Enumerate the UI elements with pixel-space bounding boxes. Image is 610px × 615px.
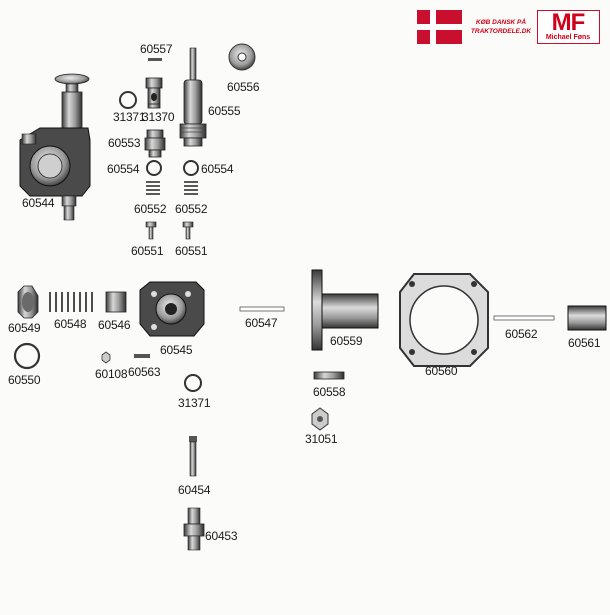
part-60550-ring xyxy=(13,342,41,370)
label-60544: 60544 xyxy=(22,196,55,210)
part-60545-housing xyxy=(139,281,205,337)
label-60559: 60559 xyxy=(330,334,363,348)
part-31051-nut xyxy=(311,407,329,431)
label-31371-lower: 31371 xyxy=(178,396,211,410)
danish-flag-icon xyxy=(417,10,462,44)
label-60453: 60453 xyxy=(205,529,238,543)
promo-line-1: KØB DANSK PÅ xyxy=(475,19,527,26)
label-60550: 60550 xyxy=(8,373,41,387)
part-60544-pump-body xyxy=(19,73,91,221)
label-60551-right: 60551 xyxy=(175,244,208,258)
label-60558: 60558 xyxy=(313,385,346,399)
label-60551-left: 60551 xyxy=(131,244,164,258)
label-60454: 60454 xyxy=(178,483,211,497)
promo-line-2: TRAKTORDELE.DK xyxy=(470,28,532,35)
part-60108-nut xyxy=(101,351,111,364)
part-60555-plunger xyxy=(179,47,207,147)
label-60561: 60561 xyxy=(568,336,601,350)
logo-mark: MF xyxy=(551,9,586,36)
label-60545: 60545 xyxy=(160,343,193,357)
brand-logo[interactable]: MF Michael Føns xyxy=(537,10,600,44)
label-60555: 60555 xyxy=(208,104,241,118)
part-60560-gasket xyxy=(399,273,489,367)
part-60548-spring xyxy=(49,292,93,312)
part-60563-pin xyxy=(134,354,150,358)
part-60552-spring-right xyxy=(184,181,198,195)
part-60553-valve-fitting xyxy=(144,129,166,158)
part-31371-o-ring xyxy=(119,91,137,109)
part-60551-screw-right xyxy=(182,221,194,240)
part-60559-flange-sleeve xyxy=(311,269,379,351)
label-60108: 60108 xyxy=(95,367,128,381)
part-60551-screw-left xyxy=(145,221,157,240)
label-60552-left: 60552 xyxy=(134,202,167,216)
part-60561-bushing xyxy=(567,305,607,331)
part-60552-spring-left xyxy=(146,181,160,195)
label-60547: 60547 xyxy=(245,316,278,330)
label-60557: 60557 xyxy=(140,42,173,56)
label-60554-left: 60554 xyxy=(107,162,140,176)
promo-text[interactable]: KØB DANSK PÅ TRAKTORDELE.DK xyxy=(466,18,536,36)
part-60546-sleeve xyxy=(105,291,127,313)
label-60549: 60549 xyxy=(8,321,41,335)
part-60554-ring-right xyxy=(183,160,199,176)
logo-name: Michael Føns xyxy=(545,34,591,41)
label-60552-right: 60552 xyxy=(175,202,208,216)
part-31370-banjo-bolt xyxy=(145,77,163,109)
label-60556: 60556 xyxy=(227,80,260,94)
label-60554-right: 60554 xyxy=(201,162,234,176)
part-60557-pin xyxy=(148,58,162,61)
part-60547-rod xyxy=(239,306,285,312)
label-60546: 60546 xyxy=(98,318,131,332)
part-60454-bolt xyxy=(189,436,197,477)
part-60562-pin xyxy=(493,315,555,321)
part-31371-o-ring-lower xyxy=(184,374,202,392)
part-60554-ring-left xyxy=(146,160,162,176)
part-60549-cap xyxy=(17,285,39,319)
label-60560: 60560 xyxy=(425,364,458,378)
label-31370: 31370 xyxy=(142,110,175,124)
label-31371: 31371 xyxy=(113,110,146,124)
part-60558-block xyxy=(313,371,345,380)
label-60563: 60563 xyxy=(128,365,161,379)
part-60453-valve-nipple xyxy=(183,507,205,551)
part-60556-disc xyxy=(228,43,256,71)
label-60562: 60562 xyxy=(505,327,538,341)
label-60548: 60548 xyxy=(54,317,87,331)
label-60553: 60553 xyxy=(108,136,141,150)
label-31051: 31051 xyxy=(305,432,338,446)
